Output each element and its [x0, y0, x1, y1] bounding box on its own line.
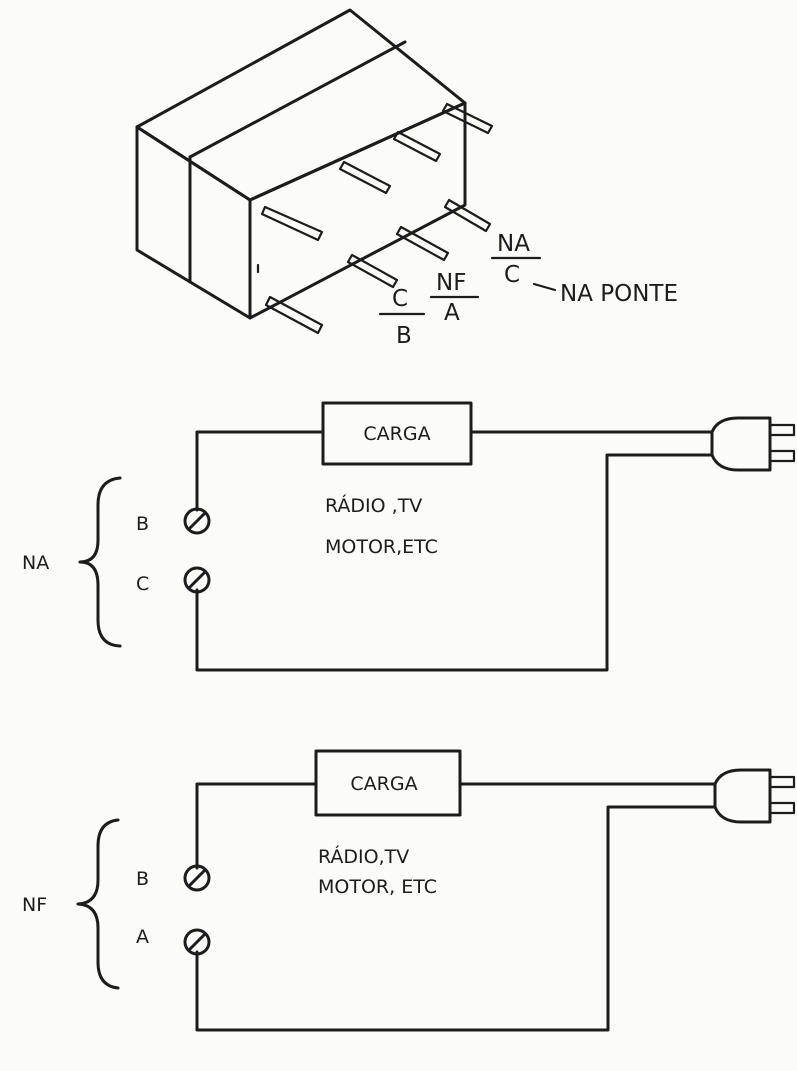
brace-icon	[78, 476, 122, 648]
load-desc-line1: RÁDIO ,TV	[325, 494, 422, 517]
terminal-label-c: C	[136, 573, 149, 595]
load-label: CARGA	[350, 773, 417, 795]
screw-terminal-icon	[183, 928, 211, 956]
relay-right-face	[248, 101, 467, 320]
wire	[195, 430, 325, 512]
label-a-bottom: A	[444, 300, 460, 326]
pin	[338, 160, 392, 195]
relay-top-divider	[188, 40, 407, 159]
label-nf-top: NF	[436, 270, 466, 296]
relay-top-face	[135, 8, 467, 202]
pin	[346, 253, 399, 289]
relay-pins-lower	[264, 198, 492, 335]
terminal-label-b: B	[136, 868, 149, 890]
pin	[443, 198, 492, 233]
label-na-top: NA	[497, 231, 530, 257]
na-ponte-leader	[532, 282, 557, 292]
terminal-label-a: A	[136, 926, 149, 948]
terminal-label-b: B	[136, 513, 149, 535]
circuit-nf: CARGA RÁDIO,TV MOTOR, ETC B A NF	[22, 749, 796, 1032]
relay-pins-upper	[260, 102, 494, 242]
pin	[441, 102, 494, 135]
screw-terminal-icon	[183, 507, 211, 535]
screw-terminal-icon	[183, 566, 211, 594]
label-c-left: C	[392, 286, 408, 312]
screw-terminal-icon	[183, 864, 211, 892]
power-plug-icon	[713, 768, 796, 824]
group-label-nf: NF	[22, 894, 47, 916]
load-desc-line1: RÁDIO,TV	[318, 845, 409, 868]
wire	[195, 782, 318, 870]
pin	[395, 225, 450, 262]
pin	[392, 130, 442, 163]
load-box	[314, 749, 462, 817]
label-na-ponte: NA PONTE	[560, 281, 678, 307]
wire	[195, 805, 717, 1032]
circuit-na: CARGA RÁDIO ,TV MOTOR,ETC B C NA	[22, 401, 796, 672]
pin	[264, 295, 324, 335]
load-label: CARGA	[363, 423, 430, 445]
label-c-right: C	[504, 262, 520, 288]
power-plug-icon	[710, 416, 796, 472]
wire	[195, 453, 714, 672]
group-label-na: NA	[22, 552, 49, 574]
load-desc-line2: MOTOR, ETC	[318, 876, 437, 898]
brace-icon	[76, 818, 120, 990]
pin	[260, 205, 324, 242]
load-desc-line2: MOTOR,ETC	[325, 536, 438, 558]
load-box	[321, 401, 473, 466]
label-b-left: B	[396, 323, 412, 349]
relay-drawing: NA C NA PONTE NF A C B	[135, 8, 678, 349]
